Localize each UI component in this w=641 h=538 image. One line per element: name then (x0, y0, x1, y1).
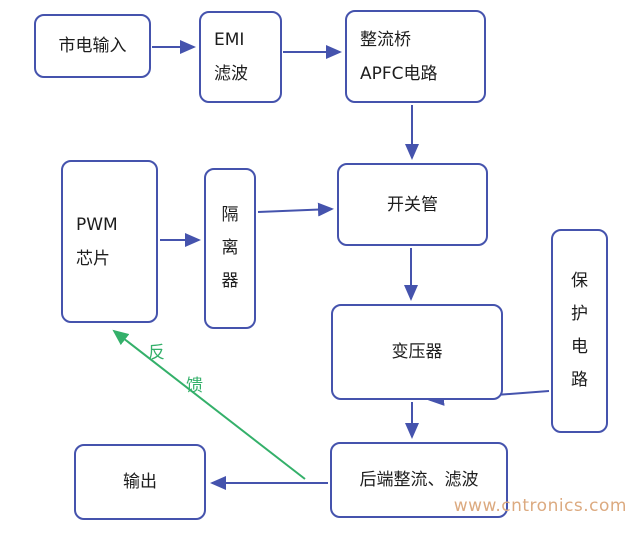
node-output: 输出 (74, 444, 206, 520)
node-label: 市电输入 (58, 36, 127, 56)
node-pwm-chip: PWM 芯片 (61, 160, 158, 323)
arrow-isolator-to-switch (257, 202, 334, 217)
node-label: 后端整流、滤波 (359, 470, 479, 490)
node-label-line: 整流桥 (360, 29, 411, 50)
node-label-char: 隔 (221, 205, 239, 225)
node-label-char: 路 (571, 370, 588, 390)
node-switch-tube: 开关管 (337, 163, 488, 246)
node-label: 变压器 (391, 342, 443, 362)
node-isolator: 隔 离 器 (204, 168, 256, 329)
node-label-line: 芯片 (76, 248, 110, 269)
node-protection-circuit: 保 护 电 路 (551, 229, 608, 433)
node-label-char: 离 (221, 238, 239, 258)
node-emi-filter: EMI 滤波 (199, 11, 282, 103)
watermark: www.cntronics.com (453, 496, 627, 516)
node-transformer: 变压器 (331, 304, 503, 400)
node-label-line: PWM (76, 214, 118, 235)
node-label-line: APFC电路 (360, 63, 438, 84)
node-label-char: 器 (221, 271, 239, 291)
feedback-label-char: 反 (148, 343, 165, 363)
node-mains-input: 市电输入 (34, 14, 151, 78)
node-label-char: 保 (571, 271, 588, 291)
node-label: 输出 (123, 472, 157, 492)
node-label-char: 电 (571, 337, 588, 357)
node-label-line: 滤波 (214, 64, 248, 84)
feedback-label-char: 馈 (186, 376, 203, 396)
node-rectifier-apfc: 整流桥 APFC电路 (345, 10, 486, 103)
node-rear-rectifier-filter: 后端整流、滤波 (330, 442, 508, 518)
node-label-line: EMI (214, 30, 245, 50)
node-label-char: 护 (571, 304, 588, 324)
node-label: 开关管 (387, 194, 438, 215)
